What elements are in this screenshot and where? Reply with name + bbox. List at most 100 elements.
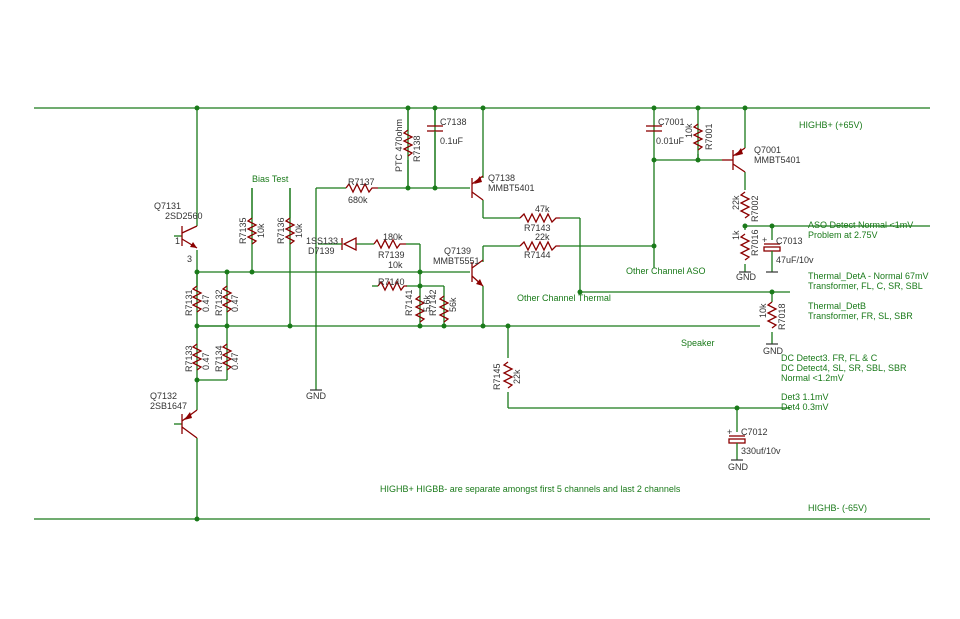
ref-r7144: R7144 bbox=[524, 250, 551, 260]
value-r7016: 1k bbox=[731, 230, 741, 240]
resistor-r7139 bbox=[373, 238, 406, 250]
junction bbox=[224, 323, 230, 329]
gnd-label: GND bbox=[736, 272, 757, 282]
ref-r7133: R7133 bbox=[184, 345, 194, 372]
component-labels: Q7131 2SD2560 Q7132 2SB1647 Q7138 MMBT54… bbox=[150, 117, 814, 472]
ref-r7137: R7137 bbox=[348, 177, 375, 187]
net-label-other-channel-aso: Other Channel ASO bbox=[626, 266, 706, 276]
note-aso-problem: Problem at 2.75V bbox=[808, 230, 878, 240]
net-label-bias-test: Bias Test bbox=[252, 174, 289, 184]
ref-r7131: R7131 bbox=[184, 289, 194, 316]
resistor-r7144 bbox=[519, 240, 560, 252]
note-dc-detect4: DC Detect4, SL, SR, SBL, SBR bbox=[781, 363, 907, 373]
ref-r7136: R7136 bbox=[276, 217, 286, 244]
ref-c7012: C7012 bbox=[741, 427, 768, 437]
value-r7137: 680k bbox=[348, 195, 368, 205]
value-c7012: 330uf/10v bbox=[741, 446, 781, 456]
ref-r7138: R7138 bbox=[412, 135, 422, 162]
value-c7013: 47uF/10v bbox=[776, 255, 814, 265]
resistor-r7145 bbox=[502, 361, 514, 389]
resistor-r7018 bbox=[766, 301, 778, 329]
value-d7139: 1SS133 bbox=[306, 236, 338, 246]
transistor-q7138 bbox=[471, 175, 484, 201]
value-r7136: 10k bbox=[294, 223, 304, 238]
resistor-r7141 bbox=[414, 295, 426, 323]
note-det4: Det4 0.3mV bbox=[781, 402, 829, 412]
junction bbox=[480, 323, 486, 329]
junction bbox=[287, 323, 293, 329]
diode-d7139 bbox=[336, 236, 357, 252]
net-labels: HIGHB+ (+65V) HIGHB- (-65V) Bias Test Ot… bbox=[252, 120, 929, 513]
resistor-r7002 bbox=[739, 191, 751, 219]
junction bbox=[224, 269, 230, 275]
gnd-label: GND bbox=[728, 462, 749, 472]
junction bbox=[194, 105, 200, 111]
net-label-highb-minus: HIGHB- (-65V) bbox=[808, 503, 867, 513]
note-det3: Det3 1.1mV bbox=[781, 392, 829, 402]
resistor-r7134 bbox=[221, 343, 233, 371]
note-thermal-deta-channels: Transformer, FL, C, SR, SBL bbox=[808, 281, 923, 291]
junction bbox=[441, 323, 447, 329]
value-r7145: 22k bbox=[512, 369, 522, 384]
pin-label: 1 bbox=[175, 236, 180, 246]
ref-q7139: Q7139 bbox=[444, 246, 471, 256]
resistor-r7140 bbox=[377, 280, 407, 292]
junction bbox=[651, 105, 657, 111]
junctions bbox=[194, 105, 775, 522]
ground-symbols bbox=[310, 271, 778, 461]
ref-q7001: Q7001 bbox=[754, 145, 781, 155]
junction bbox=[417, 283, 423, 289]
ref-r7018: R7018 bbox=[777, 303, 787, 330]
capacitor-c7013: + bbox=[762, 235, 781, 272]
ref-r7002: R7002 bbox=[750, 195, 760, 222]
note-dc-normal: Normal <1.2mV bbox=[781, 373, 844, 383]
junction bbox=[769, 289, 775, 295]
value-r7142: 56k bbox=[448, 297, 458, 312]
value-r7138: PTC 470ohm bbox=[394, 119, 404, 172]
value-r7141: 5.6k bbox=[422, 294, 432, 312]
wires bbox=[34, 107, 930, 520]
junction bbox=[651, 157, 657, 163]
transistor-q7001 bbox=[722, 147, 746, 173]
value-q7001: MMBT5401 bbox=[754, 155, 801, 165]
value-r7002: 22k bbox=[731, 195, 741, 210]
note-rails-separate: HIGHB+ HIGBB- are separate amongst first… bbox=[380, 484, 681, 494]
ref-r7016: R7016 bbox=[750, 229, 760, 256]
capacitor-c7012: + bbox=[727, 427, 746, 460]
ref-d7139: D7139 bbox=[308, 246, 335, 256]
capacitors: + + bbox=[427, 108, 781, 460]
ref-q7132: Q7132 bbox=[150, 391, 177, 401]
value-c7001: 0.01uF bbox=[656, 136, 685, 146]
resistor-r7136 bbox=[284, 217, 296, 245]
junction bbox=[695, 105, 701, 111]
value-r7133: 0.47 bbox=[201, 352, 211, 370]
resistor-r7142 bbox=[438, 295, 450, 323]
ref-r7001: R7001 bbox=[704, 123, 714, 150]
ref-r7139: R7139 bbox=[378, 250, 405, 260]
net-label-speaker: Speaker bbox=[681, 338, 715, 348]
junction bbox=[480, 105, 486, 111]
ref-q7131: Q7131 bbox=[154, 201, 181, 211]
resistor-r7132 bbox=[221, 285, 233, 313]
transistor-q7131: 3 1 bbox=[175, 225, 198, 264]
value-r7018: 10k bbox=[758, 303, 768, 318]
resistor-r7001 bbox=[692, 123, 704, 151]
capacitor-c7138 bbox=[427, 108, 443, 188]
stub-wires bbox=[196, 108, 773, 344]
ref-r7140: R7140 bbox=[378, 277, 405, 287]
junction bbox=[742, 105, 748, 111]
gnd-label: GND bbox=[763, 346, 784, 356]
value-r7139: 180k bbox=[383, 232, 403, 242]
value-c7138: 0.1uF bbox=[440, 136, 464, 146]
value-r7132: 0.47 bbox=[230, 294, 240, 312]
value-q7131: 2SD2560 bbox=[165, 211, 203, 221]
resistor-r7016 bbox=[739, 233, 751, 261]
resistor-r7133 bbox=[191, 343, 203, 371]
note-aso-detect: ASO Detect Normal <1mV bbox=[808, 220, 913, 230]
svg-text:+: + bbox=[727, 427, 732, 437]
capacitor-c7001 bbox=[646, 125, 662, 132]
resistor-r7135 bbox=[246, 217, 258, 245]
ref-r7135: R7135 bbox=[238, 217, 248, 244]
resistor-r7131 bbox=[191, 285, 203, 313]
